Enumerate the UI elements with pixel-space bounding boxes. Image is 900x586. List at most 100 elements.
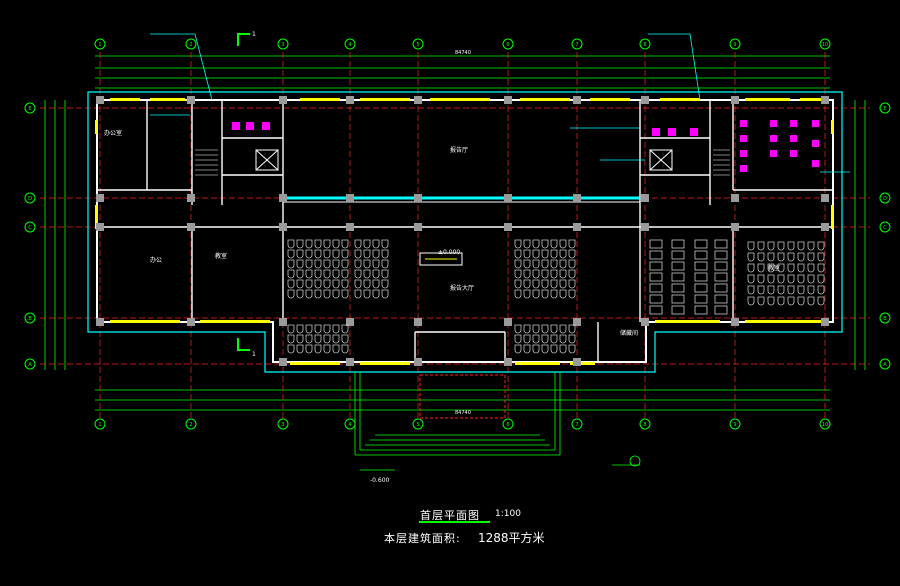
seat xyxy=(332,239,340,249)
desk xyxy=(671,272,685,282)
grid-bubble-circle xyxy=(879,358,891,370)
desk xyxy=(714,283,728,293)
column xyxy=(731,96,739,104)
seat xyxy=(314,269,322,279)
desk xyxy=(671,261,685,271)
seat xyxy=(777,274,785,284)
column xyxy=(346,96,354,104)
grid-bubble-circle xyxy=(185,418,197,430)
toilet-fixtures xyxy=(232,120,819,172)
window xyxy=(745,320,825,323)
structural-columns xyxy=(96,96,829,366)
seat xyxy=(354,289,362,299)
seat xyxy=(514,269,522,279)
seat xyxy=(523,269,531,279)
grid-bubble-label: 7 xyxy=(575,422,578,428)
seat xyxy=(305,344,313,354)
seat xyxy=(747,274,755,284)
seat xyxy=(341,324,349,334)
grid-bubble-circle xyxy=(277,38,289,50)
seat xyxy=(305,324,313,334)
seat xyxy=(314,324,322,334)
section-numbers: 1 1 xyxy=(252,31,256,358)
column xyxy=(96,194,104,202)
desk xyxy=(714,250,728,260)
grid-bubble-circle xyxy=(571,418,583,430)
seat xyxy=(354,279,362,289)
seat xyxy=(559,249,567,259)
window xyxy=(300,98,340,101)
desk xyxy=(714,294,728,304)
column xyxy=(504,358,512,366)
desk xyxy=(714,261,728,271)
desk xyxy=(649,294,663,304)
label-room-right: 教室 xyxy=(768,264,780,272)
window xyxy=(660,98,700,101)
seat xyxy=(381,279,389,289)
seat xyxy=(305,289,313,299)
seat xyxy=(541,269,549,279)
desk xyxy=(649,305,663,315)
grid-bubble-label: D xyxy=(28,196,32,202)
dimension-frame xyxy=(44,55,866,411)
grid-bubble-circle xyxy=(879,312,891,324)
desk xyxy=(649,272,663,282)
seat xyxy=(363,249,371,259)
seat xyxy=(514,334,522,344)
grid-bubble-circle xyxy=(185,38,197,50)
grid-bubble-label: 3 xyxy=(281,422,284,428)
label-hall-lower: 报告大厅 xyxy=(450,284,474,292)
seat xyxy=(777,285,785,295)
window xyxy=(95,205,98,219)
column xyxy=(414,318,422,326)
seat xyxy=(559,324,567,334)
seat xyxy=(787,296,795,306)
grid-bubble-label: 6 xyxy=(506,422,509,428)
grid-bubble-label: 2 xyxy=(189,42,192,48)
grid-bubble-label: 6 xyxy=(506,42,509,48)
seat xyxy=(532,269,540,279)
seat xyxy=(757,285,765,295)
seat xyxy=(550,324,558,334)
column xyxy=(279,223,287,231)
seat xyxy=(532,239,540,249)
seat xyxy=(514,289,522,299)
grid-bubble-label: A xyxy=(883,362,887,368)
column xyxy=(279,358,287,366)
room-labels: 报告厅 报告大厅 办公 教室 教室 办公室 储藏间 ±0.000 xyxy=(104,129,780,337)
window xyxy=(150,98,185,101)
seat xyxy=(568,249,576,259)
column xyxy=(731,194,739,202)
seat xyxy=(568,239,576,249)
seat xyxy=(747,241,755,251)
section-number-bottom: 1 xyxy=(252,351,256,358)
seat xyxy=(807,285,815,295)
seat xyxy=(372,249,380,259)
seat xyxy=(296,324,304,334)
column xyxy=(731,318,739,326)
seat xyxy=(305,334,313,344)
seat xyxy=(296,249,304,259)
seat xyxy=(807,274,815,284)
auditorium-seats xyxy=(287,239,825,354)
window xyxy=(95,215,98,229)
desk xyxy=(671,239,685,249)
grid-bubble-circle xyxy=(24,312,36,324)
section-number-top: 1 xyxy=(252,31,256,38)
grid-bubble-circle xyxy=(344,418,356,430)
seat xyxy=(550,279,558,289)
seat xyxy=(363,279,371,289)
seat xyxy=(341,259,349,269)
seat xyxy=(550,269,558,279)
grid-bubble-circle xyxy=(879,192,891,204)
seat xyxy=(777,296,785,306)
seat xyxy=(767,274,775,284)
column xyxy=(821,194,829,202)
seat xyxy=(332,344,340,354)
overall-dim-bottom: 84740 xyxy=(455,410,471,416)
seat xyxy=(817,252,825,262)
stairs xyxy=(195,149,730,176)
seat xyxy=(381,239,389,249)
seat xyxy=(532,259,540,269)
